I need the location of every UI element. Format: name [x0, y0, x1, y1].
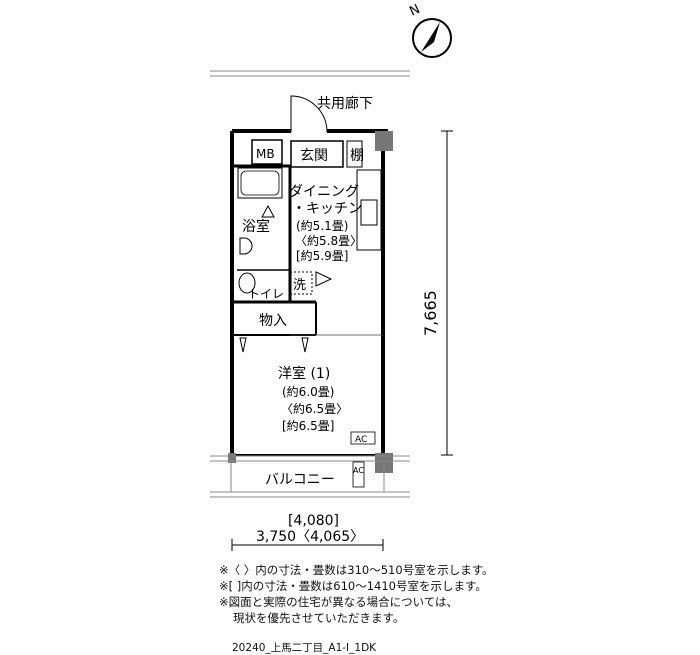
- note-4: 現状を優先させていただきます。: [233, 611, 405, 625]
- note-3: ※図面と実際の住宅が異なる場合については、: [219, 595, 459, 609]
- width-dimension-main: 3,750〈4,065〉: [256, 529, 364, 545]
- shelf-box: [346, 140, 363, 168]
- width-dimension-bracket: [4,080]: [288, 513, 339, 529]
- balcony-label: バルコニー: [265, 472, 335, 488]
- western-room-label: 洋室 (1): [278, 365, 330, 382]
- toilet-label: トイレ: [248, 287, 284, 301]
- note-1: ※〈 〉内の寸法・畳数は310〜510号室を示します。: [219, 563, 494, 577]
- ac-badge-balcony: [352, 461, 365, 488]
- entrance-label: 玄関: [300, 147, 328, 164]
- ac-label-room: AC: [355, 435, 367, 445]
- storage-label: 物入: [259, 313, 287, 329]
- dk-area-3: [約5.9畳]: [296, 248, 348, 263]
- dk-label-line2: ・キッチン: [292, 201, 362, 217]
- column-top: [375, 131, 393, 151]
- corridor-label: 共用廊下: [317, 95, 373, 112]
- wr-area-1: (約6.0畳): [282, 384, 334, 399]
- entrance-box: [290, 140, 344, 168]
- wr-area-2: 〈約6.5畳〉: [281, 401, 348, 416]
- note-2: ※[ ]内の寸法・畳数は610〜1410号室を示します。: [219, 579, 487, 593]
- dk-label-line1: ダイニング: [289, 184, 359, 200]
- shelf-label: 棚: [350, 148, 364, 164]
- ac-badge-room: [350, 431, 376, 445]
- compass: N: [407, 2, 452, 58]
- ac-label-balcony: AC: [353, 466, 364, 475]
- entry-door-swing: [290, 95, 328, 133]
- bath-drain-icon: [239, 237, 253, 255]
- bathtub: [237, 167, 283, 199]
- mb-label: MB: [256, 147, 275, 161]
- interior-walls: [232, 164, 383, 336]
- mb-box: [251, 139, 283, 165]
- width-dimension: [231, 539, 384, 551]
- kitchen-sink: [360, 199, 378, 226]
- balcony-lines: [210, 455, 410, 498]
- outer-walls: [230, 129, 388, 456]
- wr-area-3: [約6.5畳]: [282, 418, 334, 433]
- sliding-door-arrow-icon: [261, 204, 275, 218]
- height-dimension: [441, 130, 453, 456]
- toilet-bowl-icon: [238, 272, 256, 294]
- column-bottom-left: [228, 453, 236, 463]
- dk-area-2: 〈約5.8畳〉: [295, 233, 362, 248]
- compass-label: N: [407, 2, 422, 20]
- height-dimension-label: 7,665: [421, 290, 440, 336]
- dk-area-1: (約5.1畳): [296, 218, 348, 233]
- plan-code: 20240_上馬二丁目_A1-I_1DK: [232, 642, 377, 654]
- corridor-band: [210, 70, 410, 77]
- sliding-door-arrow-icon: [315, 271, 333, 287]
- compass-arrow-icon: [421, 22, 440, 52]
- washer-label: 洗: [293, 278, 306, 293]
- bath-label: 浴室: [242, 218, 270, 235]
- washer-box: [289, 271, 313, 295]
- kitchen-counter: [356, 169, 382, 251]
